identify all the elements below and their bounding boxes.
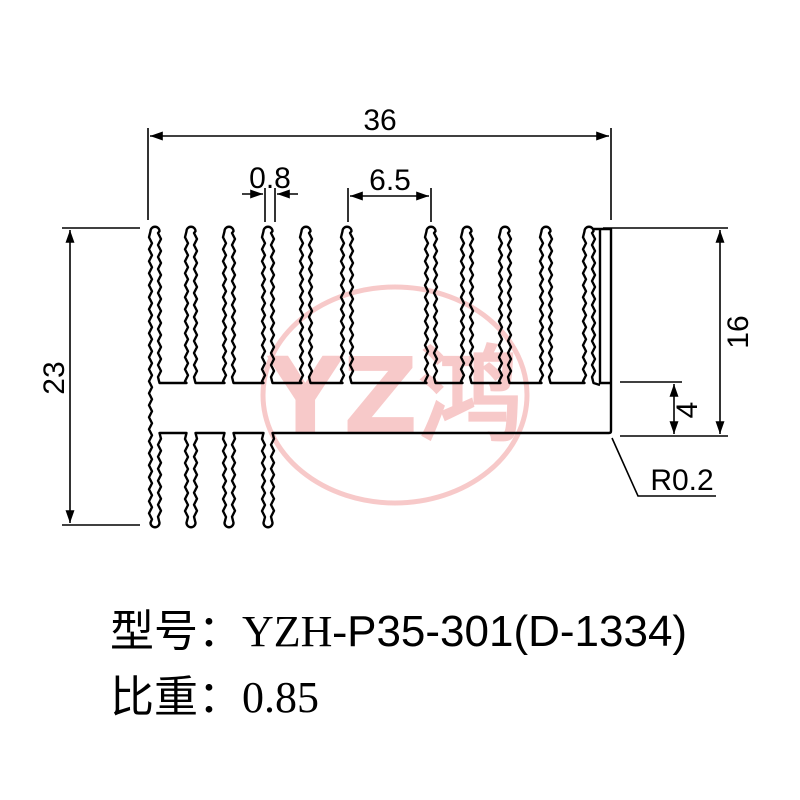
gravity-caption: 比重：0.85 bbox=[110, 676, 319, 720]
model-value: P35-301(D-1334) bbox=[347, 607, 688, 656]
model-prefix: YZH- bbox=[242, 607, 348, 656]
dim-width-label: 36 bbox=[363, 104, 396, 137]
dimension-lines bbox=[62, 128, 728, 526]
dim-height-label: 23 bbox=[38, 361, 71, 394]
dim-corner-radius-label: R0.2 bbox=[650, 464, 713, 497]
dim-base-thickness-label: 4 bbox=[671, 402, 704, 419]
watermark-logo: YZ鸿 bbox=[260, 284, 530, 506]
model-caption: 型号：YZH-P35-301(D-1334) bbox=[110, 610, 687, 654]
watermark-text: YZ鸿 bbox=[266, 335, 523, 457]
dim-upper-fin-height-label: 16 bbox=[722, 315, 755, 348]
gravity-value: 0.85 bbox=[242, 673, 319, 722]
dim-fin-thickness-label: 0.8 bbox=[249, 162, 291, 195]
gravity-label: 比重： bbox=[110, 672, 242, 723]
heatsink-outline bbox=[147, 225, 613, 529]
model-label: 型号： bbox=[110, 606, 242, 657]
dim-fin-pitch-label: 6.5 bbox=[369, 164, 411, 197]
